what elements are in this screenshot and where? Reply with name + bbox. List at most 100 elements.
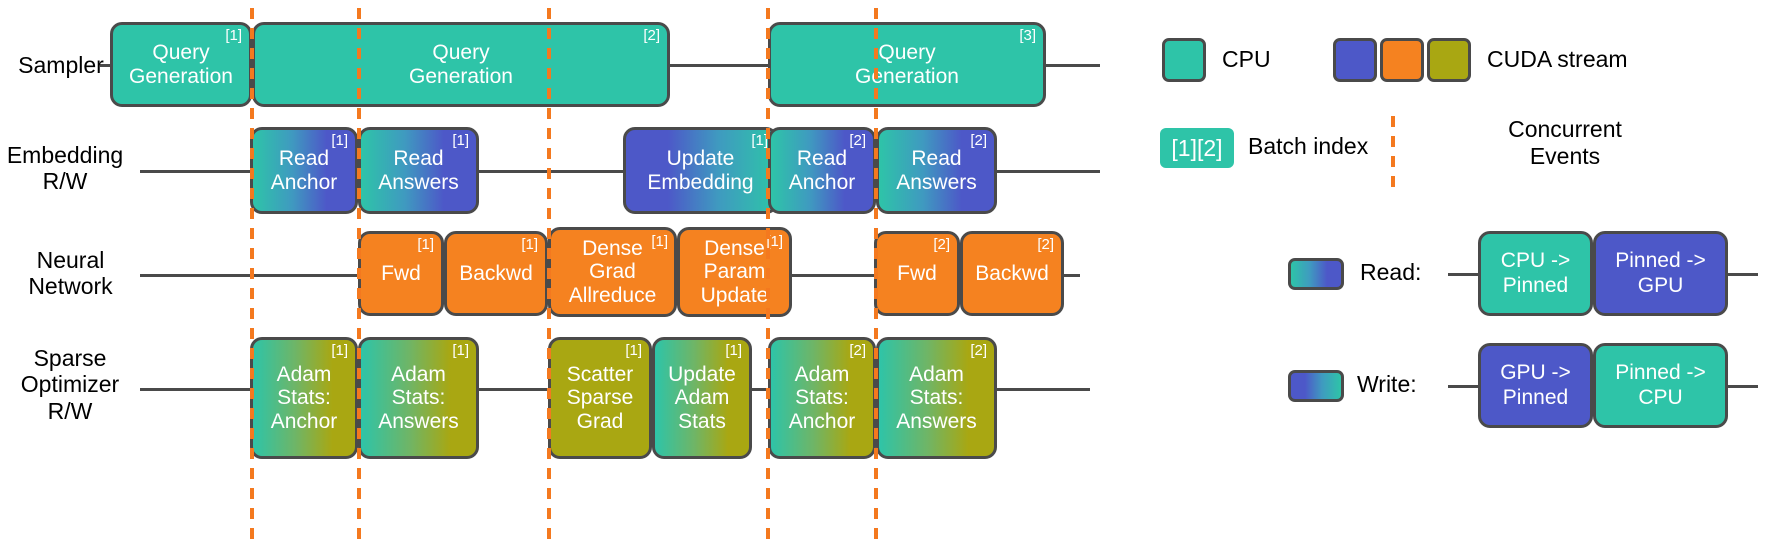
- concurrent-event-line-1: [250, 8, 254, 543]
- row-label-embedding-line1: Embedding: [6, 142, 124, 168]
- task-label: Backwd: [975, 261, 1049, 285]
- legend-concurrent-line1: Concurrent: [1508, 116, 1622, 142]
- task-neural-0[interactable]: [1] Fwd: [358, 231, 444, 316]
- row-label-sparse-line3: R/W: [47, 397, 93, 424]
- legend-label-concurrent-events: Concurrent Events: [1420, 116, 1710, 170]
- batch-index: [2]: [970, 342, 987, 359]
- concurrent-event-line-3: [547, 8, 551, 543]
- task-neural-1[interactable]: [1] Backwd: [444, 231, 548, 316]
- row-label-sparse-line1: Sparse: [33, 345, 107, 371]
- concurrent-event-line-4: [766, 8, 770, 543]
- task-neural-4[interactable]: [2] Fwd: [874, 231, 960, 316]
- batch-index: [1]: [452, 132, 469, 149]
- row-label-sampler-text: Sampler: [18, 52, 104, 78]
- batch-index: [1]: [331, 132, 348, 149]
- concurrent-event-line-2: [357, 8, 361, 543]
- batch-index: [1]: [751, 132, 768, 149]
- batch-index: [2]: [933, 236, 950, 253]
- task-neural-5[interactable]: [2] Backwd: [960, 231, 1064, 316]
- batch-index: [2]: [970, 132, 987, 149]
- batch-index: [1]: [725, 342, 742, 359]
- legend-badge-batch-index: [1][2]: [1160, 128, 1234, 168]
- batch-index: [1]: [417, 236, 434, 253]
- task-label: Fwd: [897, 261, 937, 285]
- task-label: Backwd: [459, 261, 533, 285]
- legend-swatch-read: [1288, 258, 1344, 290]
- legend-swatch-cuda-orange: [1380, 38, 1424, 82]
- legend-read-stage-cpu-to-pinned: CPU ->Pinned: [1478, 231, 1593, 316]
- legend-write-stage-pinned-to-cpu: Pinned ->CPU: [1593, 343, 1728, 428]
- legend-swatch-write: [1288, 370, 1344, 402]
- batch-index: [2]: [849, 132, 866, 149]
- legend-write-stage-gpu-to-pinned: GPU ->Pinned: [1478, 343, 1593, 428]
- legend-label-cuda-stream: CUDA stream: [1487, 46, 1628, 72]
- rail-embedding: [140, 170, 1100, 173]
- batch-index: [1]: [766, 233, 783, 250]
- batch-index: [2]: [849, 342, 866, 359]
- row-label-neural-line2: Network: [28, 273, 113, 300]
- legend-swatch-cpu: [1162, 38, 1206, 82]
- legend-label-write: Write:: [1357, 371, 1417, 397]
- batch-index: [1]: [651, 233, 668, 250]
- task-label: Fwd: [381, 261, 421, 285]
- legend-read-rail-left: [1448, 273, 1478, 276]
- legend-read-rail-right: [1728, 273, 1758, 276]
- legend-swatch-cuda-olive: [1427, 38, 1471, 82]
- legend-swatch-cuda-blue: [1333, 38, 1377, 82]
- batch-index: [2]: [643, 27, 660, 44]
- row-label-neural: Neural Network: [8, 247, 133, 300]
- legend-concurrent-line2: Events: [1529, 143, 1601, 170]
- batch-index: [1]: [625, 342, 642, 359]
- legend-read-stage-pinned-to-gpu: Pinned ->GPU: [1593, 231, 1728, 316]
- legend-label-read: Read:: [1360, 259, 1422, 285]
- legend-write-rail-right: [1728, 385, 1758, 388]
- legend-concurrent-line: [1391, 116, 1395, 188]
- row-label-neural-line1: Neural: [36, 247, 105, 273]
- batch-index: [2]: [1037, 236, 1054, 253]
- batch-index: [3]: [1019, 27, 1036, 44]
- legend-write-rail-left: [1448, 385, 1478, 388]
- row-label-sparse: Sparse Optimizer R/W: [6, 345, 134, 424]
- batch-index: [1]: [225, 27, 242, 44]
- batch-index: [1]: [521, 236, 538, 253]
- row-label-embedding: Embedding R/W: [0, 142, 130, 195]
- batch-index: [1]: [331, 342, 348, 359]
- row-label-sparse-line2: Optimizer: [20, 371, 120, 398]
- legend-label-cpu: CPU: [1222, 46, 1271, 72]
- row-label-embedding-line2: R/W: [42, 168, 88, 195]
- batch-index: [1]: [452, 342, 469, 359]
